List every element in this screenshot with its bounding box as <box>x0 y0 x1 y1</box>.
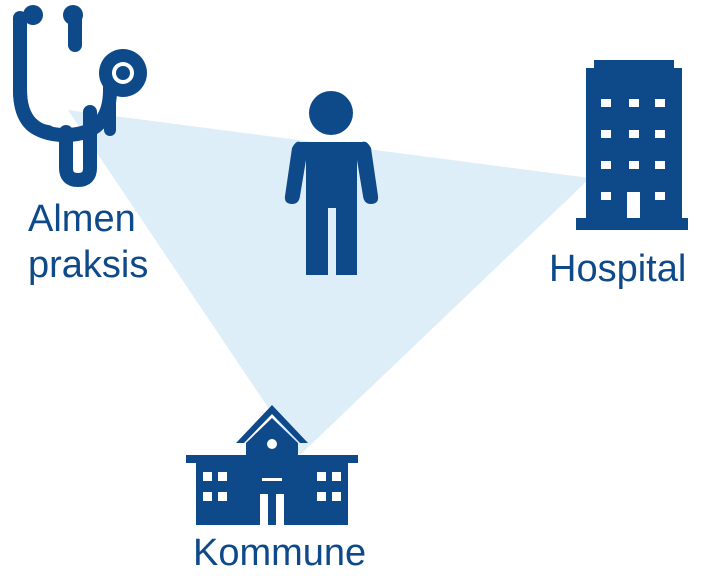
connection-triangle <box>68 110 590 455</box>
hospital-building-icon <box>576 60 688 230</box>
general-practice-label-line2: praksis <box>28 244 149 286</box>
municipality-label: Kommune <box>193 532 367 574</box>
general-practice-label-line1: Almen <box>28 198 136 240</box>
town-hall-icon <box>186 405 358 525</box>
general-practice-label: Almen praksis <box>28 196 148 288</box>
person-icon <box>284 91 379 275</box>
hospital-label: Hospital <box>549 248 687 290</box>
stethoscope-icon <box>13 5 147 188</box>
